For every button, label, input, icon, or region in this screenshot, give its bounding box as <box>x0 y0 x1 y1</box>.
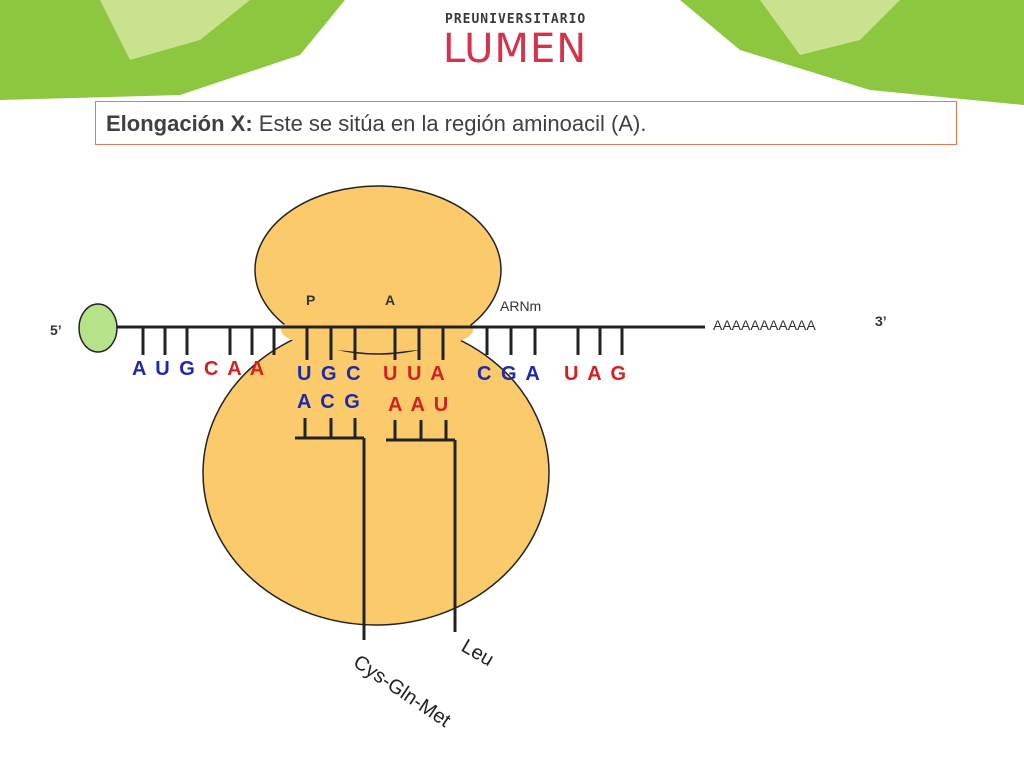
amino-acid-label: Leu <box>458 635 498 671</box>
mrna-base-ticks <box>141 328 624 360</box>
anticodon-p-site: A C G <box>297 391 362 413</box>
mrna-codon-2: C A A <box>204 358 267 380</box>
mrna-label: ARNm <box>500 298 542 314</box>
anticodon-a-site: A A U <box>388 394 451 416</box>
logo-brand: LUMEN <box>442 26 588 72</box>
trna-p-site <box>295 418 366 640</box>
mrna-codon-4: U U A <box>383 363 447 385</box>
mrna-codon-3: U G C <box>297 363 363 385</box>
p-site-label: P <box>306 292 316 308</box>
mrna-codon-1: A U G <box>132 358 197 380</box>
five-prime-label: 5’ <box>50 322 62 338</box>
mrna-codon-6: U A G <box>564 363 629 385</box>
slide-title-rest: Este se sitúa en la región aminoacil (A)… <box>252 111 647 136</box>
slide-title: Elongación X: Este se sitúa en la región… <box>106 111 646 137</box>
decor-green-left-light <box>100 0 250 60</box>
trna-a-site <box>386 420 457 632</box>
peptide-chain-label: Cys-Gln-Met <box>349 651 455 732</box>
slide-title-bold: Elongación X: <box>106 111 253 136</box>
a-site-label: A <box>385 292 396 308</box>
three-prime-label: 3’ <box>875 313 887 329</box>
mrna-codon-5: C G A <box>477 363 542 385</box>
ribosome-small-subunit <box>254 185 502 355</box>
decor-green-left <box>0 0 345 100</box>
slide-title-box: Elongación X: Este se sitúa en la región… <box>95 101 957 145</box>
poly-a-tail-label: AAAAAAAAAAA <box>713 317 816 333</box>
five-prime-cap <box>78 303 118 353</box>
logo-subtitle: PREUNIVERSITARIO <box>445 12 587 27</box>
decor-green-right-light <box>760 0 900 55</box>
decor-green-right <box>680 0 1024 105</box>
ribosome-overlap <box>281 308 473 352</box>
